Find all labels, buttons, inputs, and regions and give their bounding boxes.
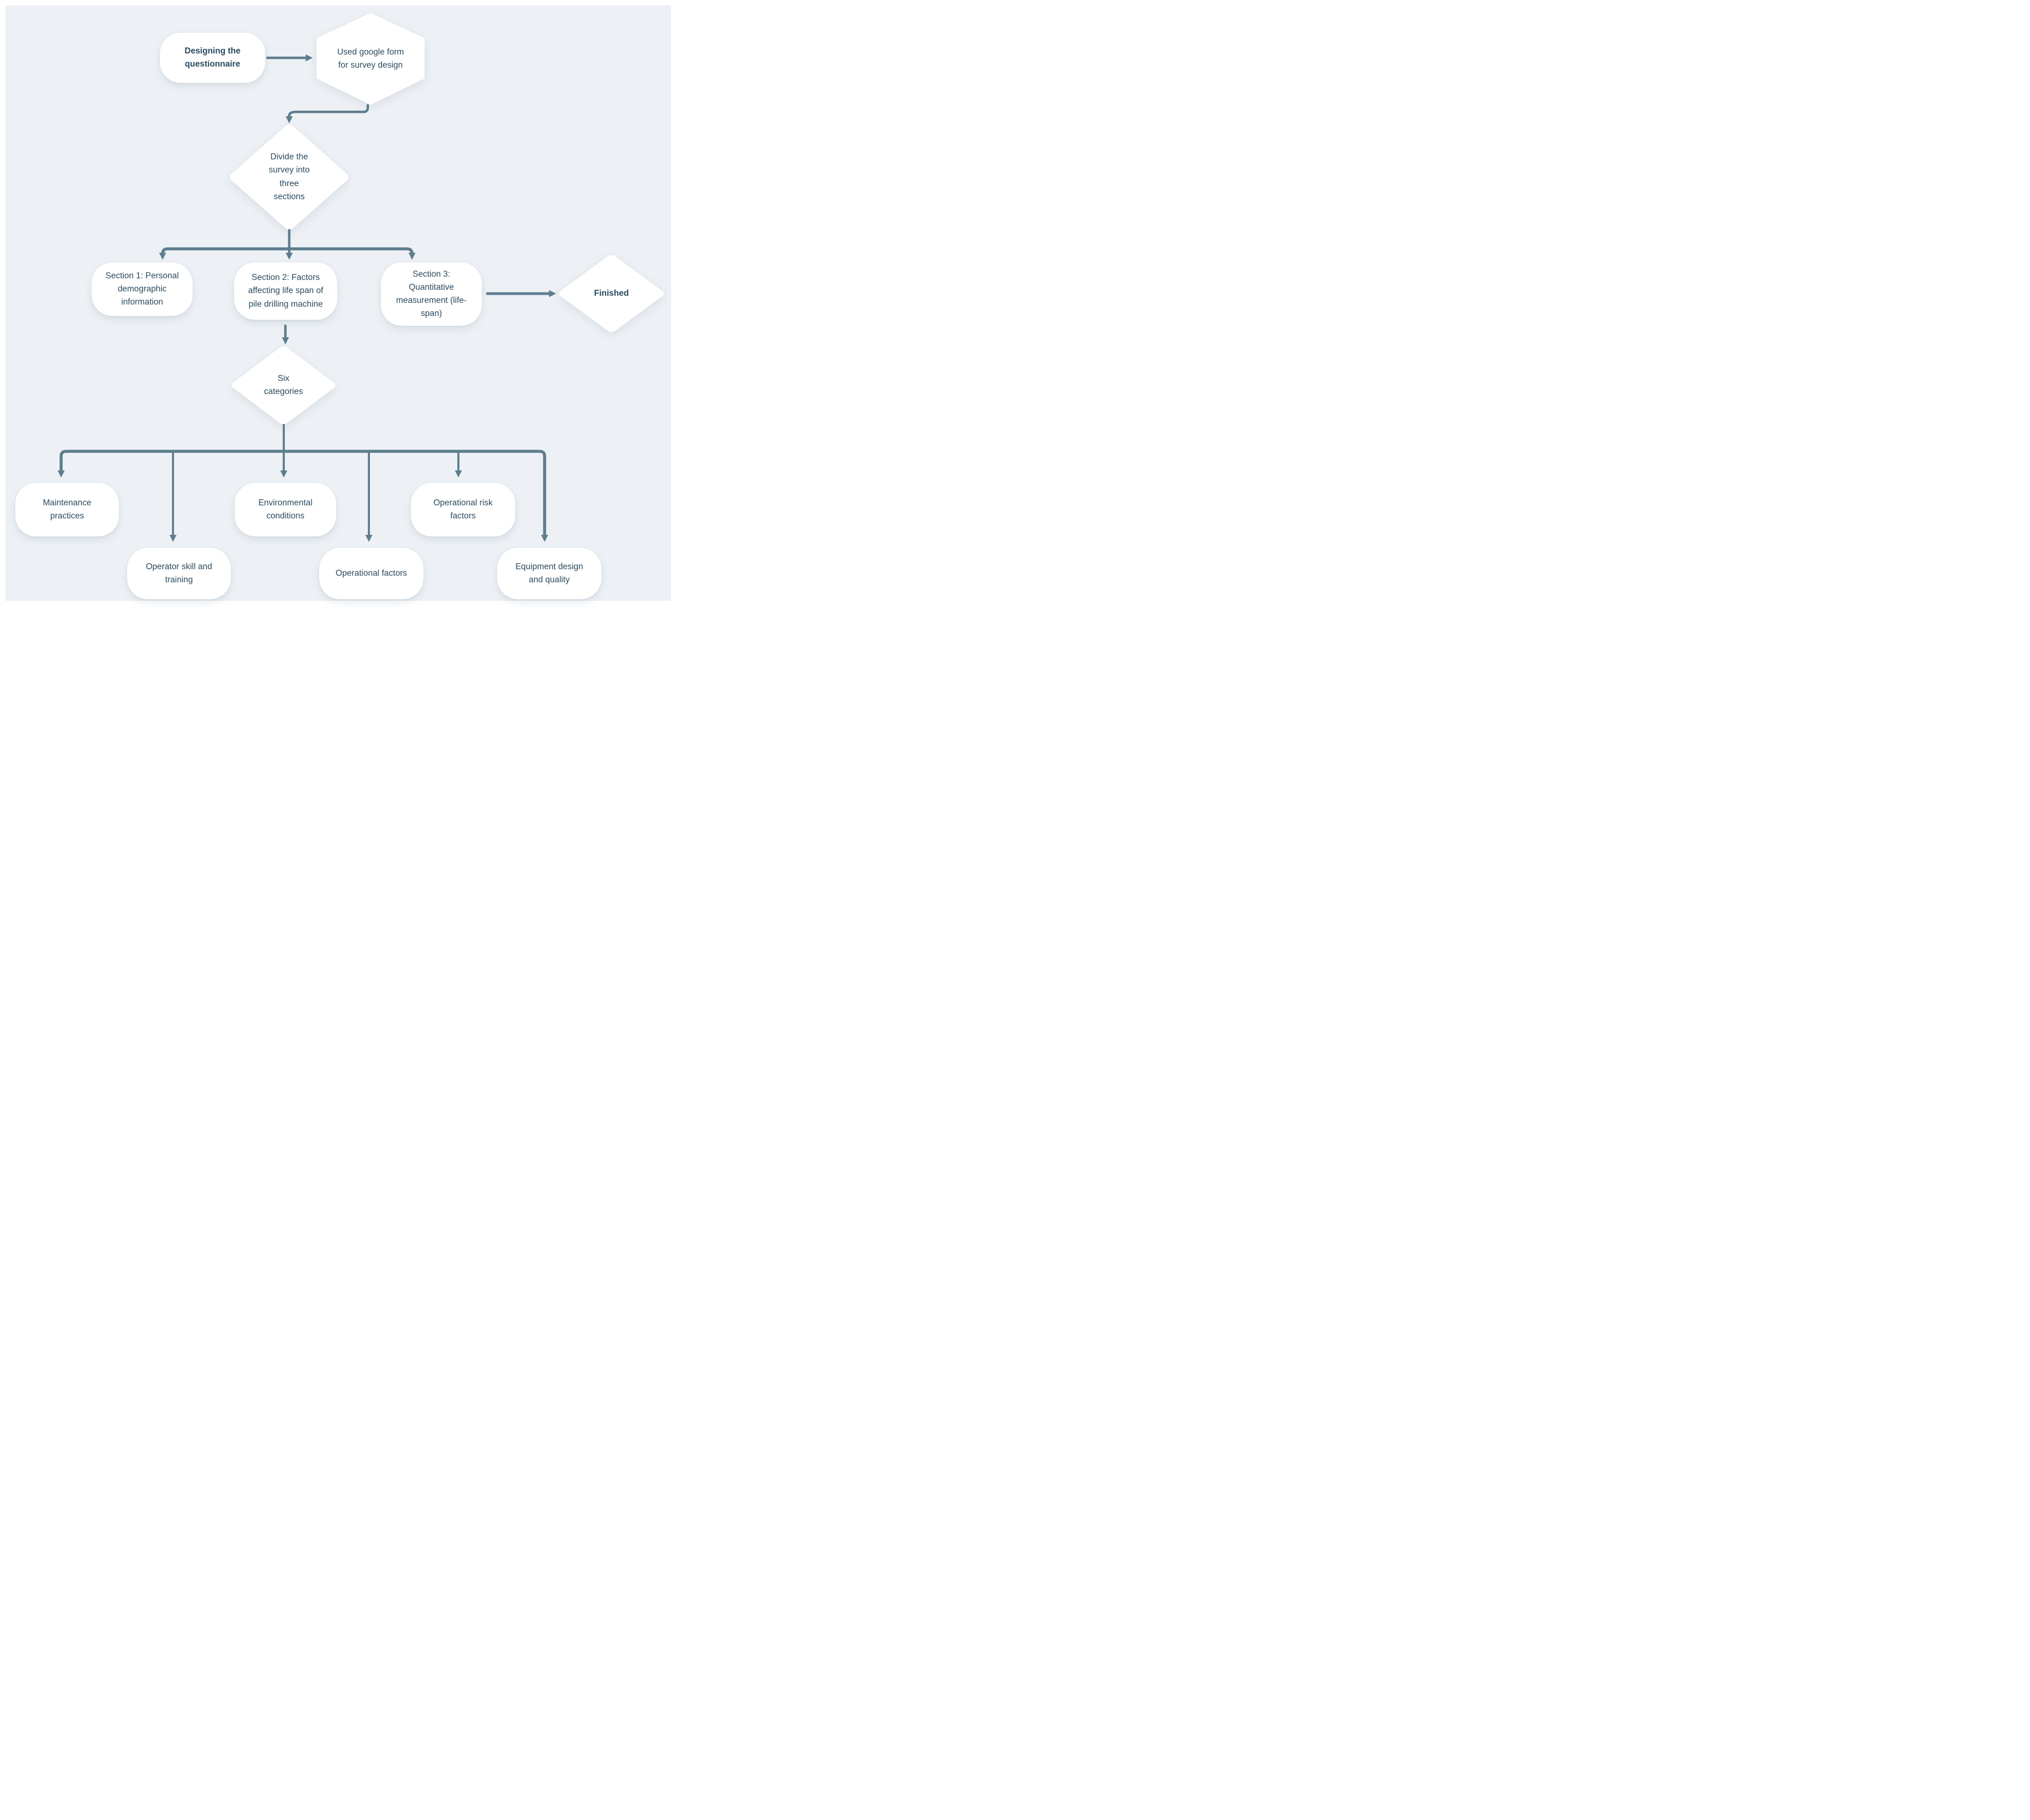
node-finished: Finished xyxy=(559,255,664,332)
node-equipment-design-quality: Equipment design and quality xyxy=(497,548,601,599)
node-environmental-conditions: Environmental conditions xyxy=(235,483,336,536)
node-section2-label: Section 2: Factors affecting life span o… xyxy=(248,273,324,309)
node-six-categories-decision: Six categories xyxy=(232,347,335,424)
hexagon-shape xyxy=(317,13,425,105)
node-designing-label: Designing the questionnaire xyxy=(184,46,241,69)
node-section-3: Section 3: Quantitative measurement (lif… xyxy=(381,262,482,326)
node-section3-label: Section 3: Quantitative measurement (lif… xyxy=(396,269,467,319)
diamond-shape xyxy=(559,255,664,332)
diamond-shape xyxy=(232,347,335,424)
node-operational-factors-label: Operational factors xyxy=(336,568,407,578)
node-operational-factors: Operational factors xyxy=(319,548,423,599)
node-google-form-label: Used google form for survey design xyxy=(337,47,404,70)
node-operator-skill-label: Operator skill and training xyxy=(146,562,212,584)
node-section-2: Section 2: Factors affecting life span o… xyxy=(234,262,337,320)
node-operational-risk-label: Operational risk factors xyxy=(433,498,493,521)
node-equipment-design-label: Equipment design and quality xyxy=(515,562,583,584)
node-section-1: Section 1: Personal demographic informat… xyxy=(92,262,193,316)
node-six-categories-label: Six categories xyxy=(264,373,303,396)
node-used-google-form: Used google form for survey design xyxy=(317,13,425,105)
node-operational-risk-factors: Operational risk factors xyxy=(411,483,515,536)
node-maintenance-label: Maintenance practices xyxy=(43,498,92,521)
node-designing-the-questionnaire: Designing the questionnaire xyxy=(160,33,265,83)
diamond-shape xyxy=(230,125,348,229)
node-environmental-label: Environmental conditions xyxy=(258,498,313,521)
node-divide-survey-decision: Divide the survey into three sections xyxy=(230,125,348,229)
node-finished-label: Finished xyxy=(594,288,629,298)
node-divide-label: Divide the survey into three sections xyxy=(268,152,310,201)
node-maintenance-practices: Maintenance practices xyxy=(15,483,119,536)
node-operator-skill-training: Operator skill and training xyxy=(127,548,231,599)
flowchart-canvas: Designing the questionnaire Used google … xyxy=(0,0,677,607)
node-section1-label: Section 1: Personal demographic informat… xyxy=(105,271,179,307)
